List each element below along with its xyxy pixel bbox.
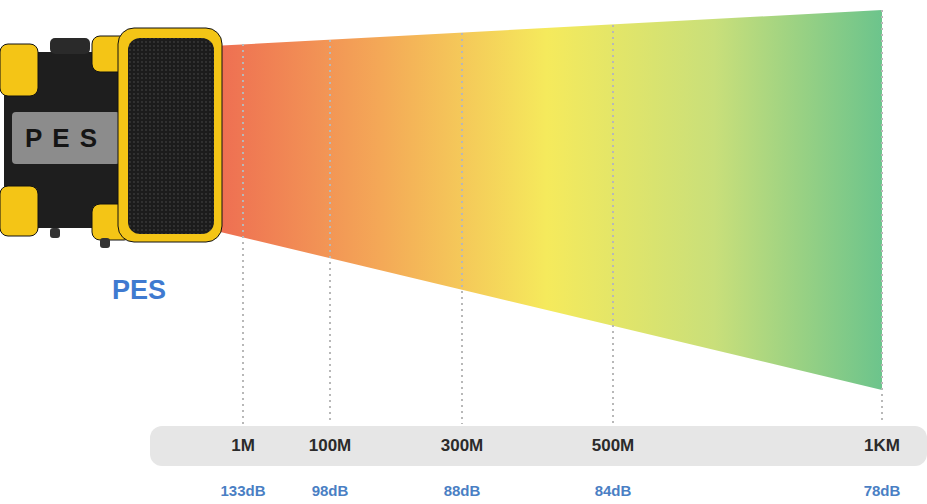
product-name: PES (112, 275, 166, 306)
distance-label: 1M (231, 436, 255, 456)
distance-label: 100M (309, 436, 352, 456)
decibel-value: 78dB (864, 482, 901, 499)
sound-beam (212, 10, 882, 390)
distance-label: 1KM (864, 436, 900, 456)
decibel-value: 88dB (444, 482, 481, 499)
speaker-device (0, 28, 222, 248)
distance-bar: 1M 100M 300M 500M 1KM (150, 426, 927, 466)
decibel-value: 133dB (220, 482, 265, 499)
distance-label: 500M (592, 436, 635, 456)
decibel-value: 84dB (595, 482, 632, 499)
distance-label: 300M (441, 436, 484, 456)
decibel-value: 98dB (312, 482, 349, 499)
device-label: PES (25, 123, 107, 154)
distance-guides (243, 10, 882, 424)
